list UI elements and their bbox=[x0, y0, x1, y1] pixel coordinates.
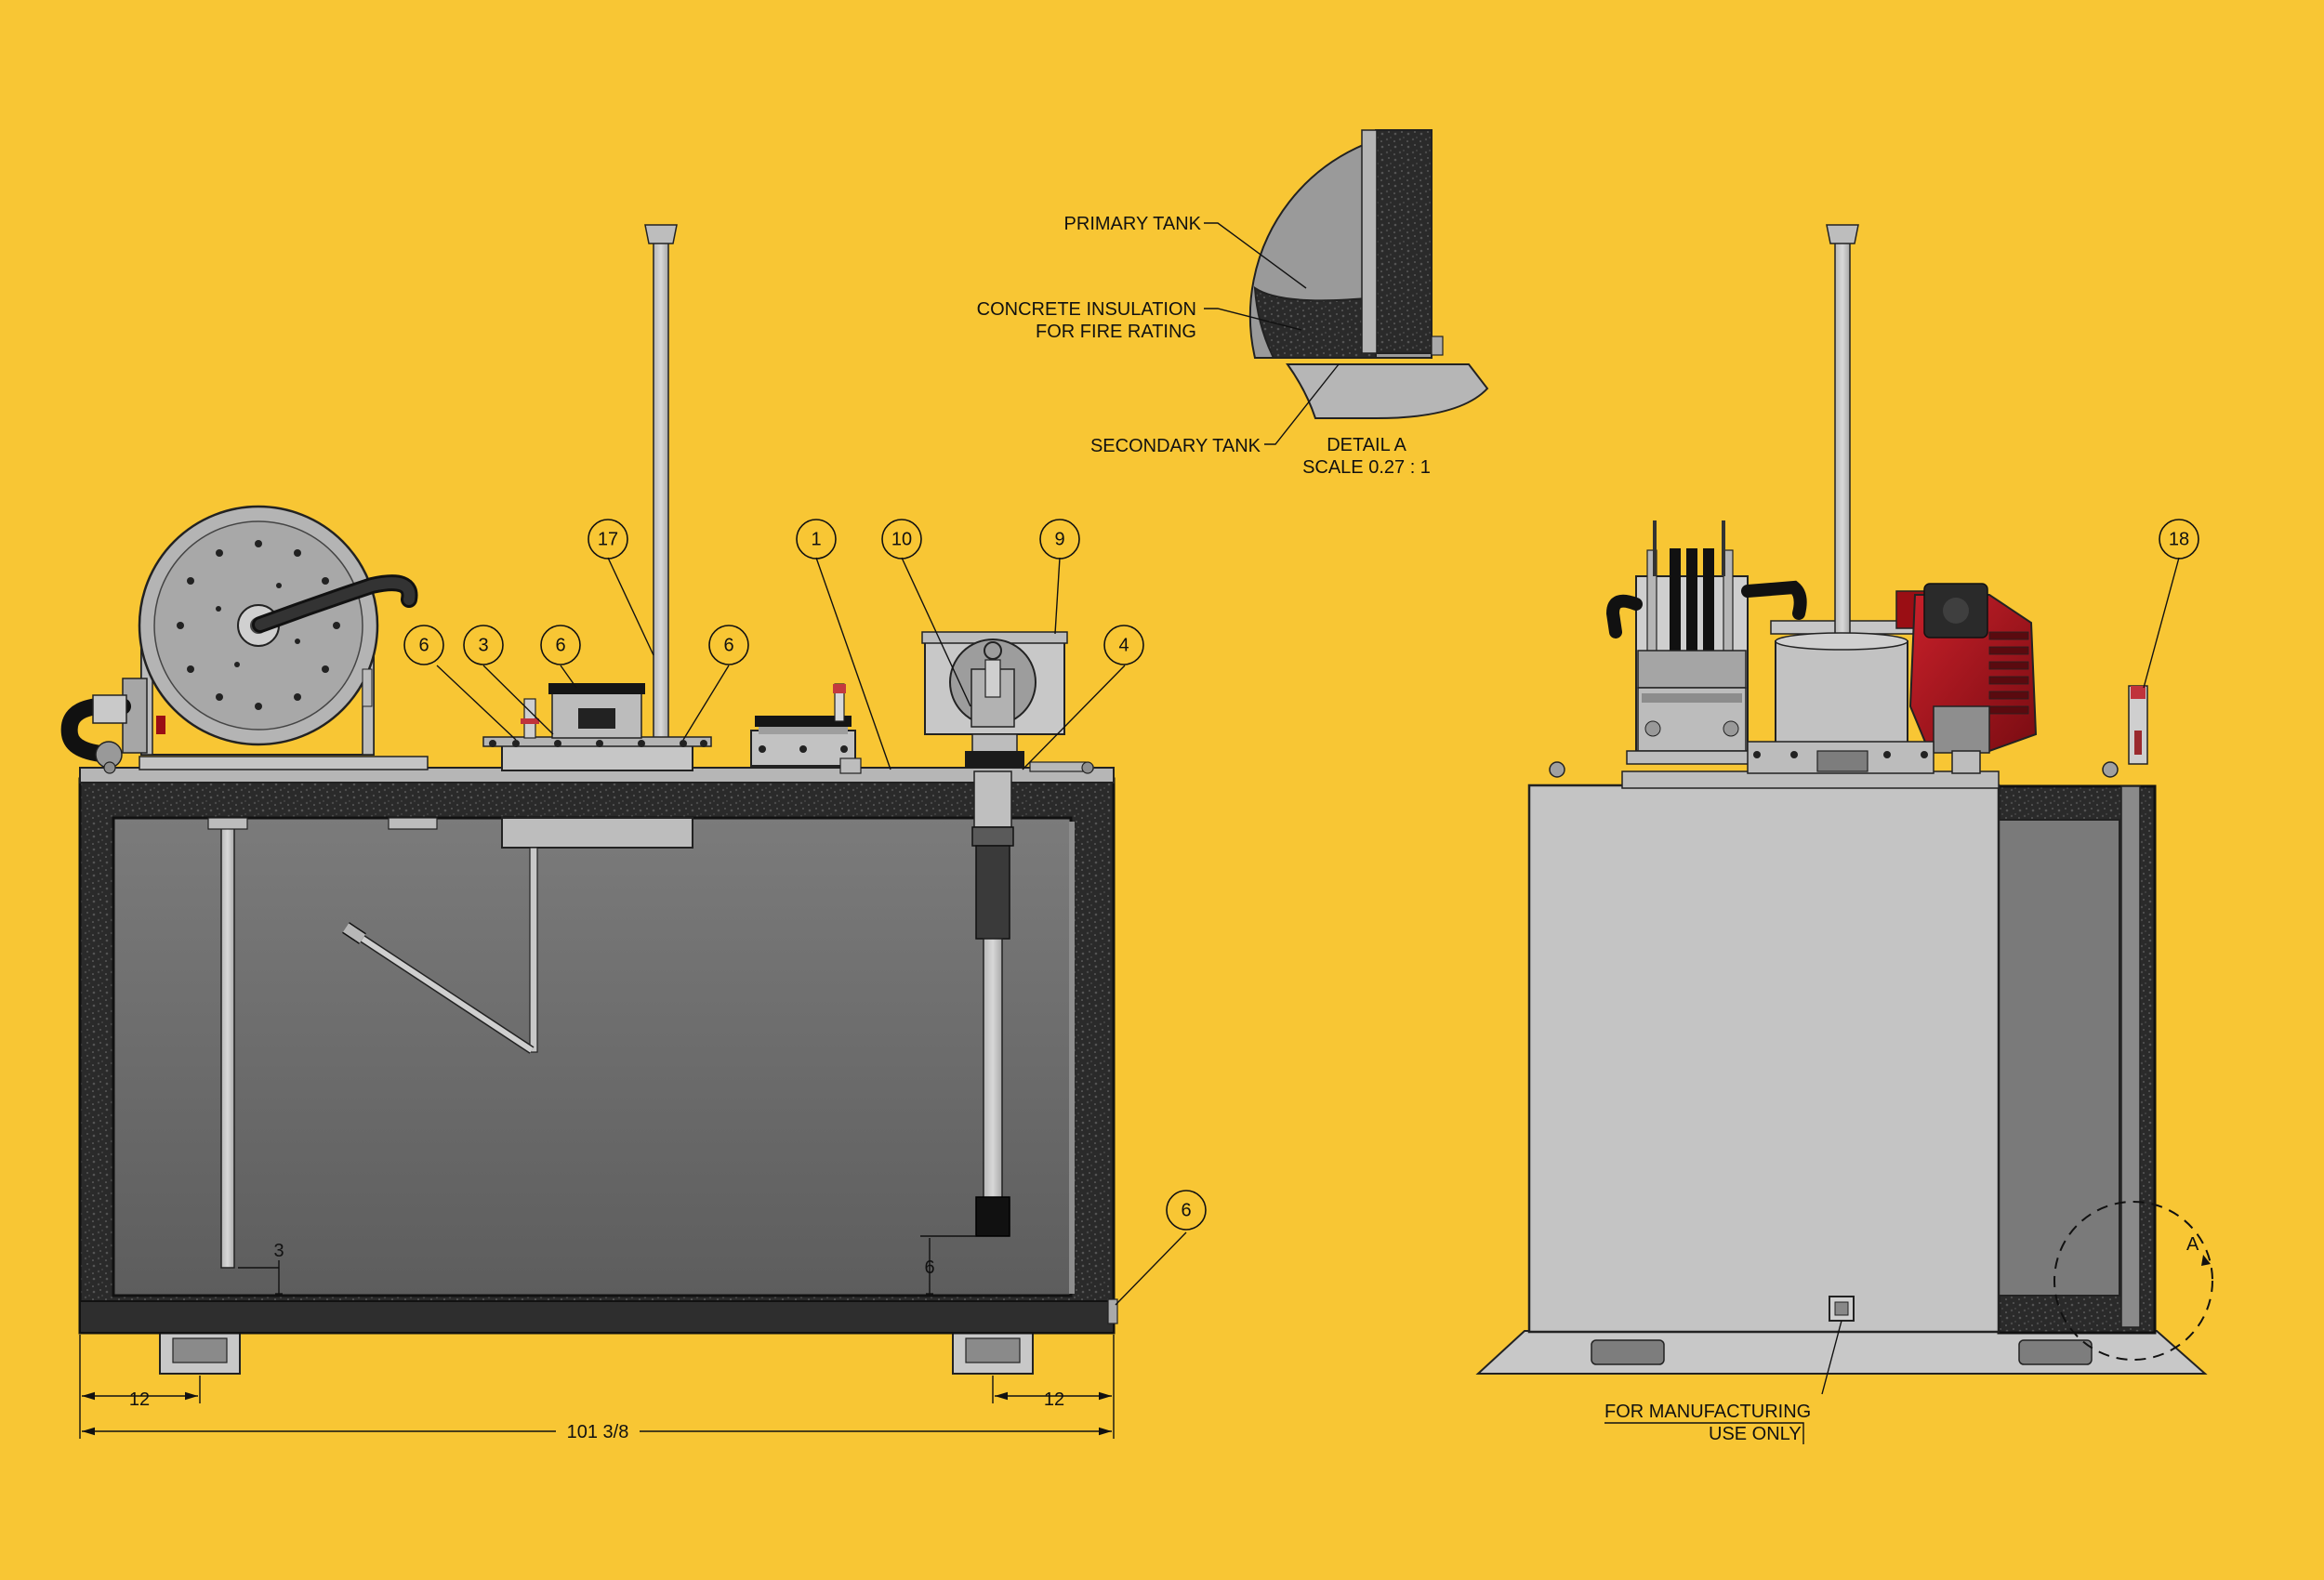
side-riser-pipe bbox=[2120, 785, 2141, 1328]
leader-concrete bbox=[1204, 308, 1302, 331]
dim-left-offset: 12 bbox=[129, 1389, 150, 1410]
dim-overall-length: 101 3/8 bbox=[567, 1422, 629, 1442]
primary-tank-interior bbox=[112, 816, 1073, 1297]
svg-text:17: 17 bbox=[598, 529, 618, 549]
balloon-18: 18 bbox=[2159, 519, 2199, 560]
balloon-6c: 6 bbox=[708, 625, 749, 665]
vent-cap bbox=[644, 224, 678, 244]
leader-secondary bbox=[1264, 363, 1340, 445]
ground-lug bbox=[1107, 1298, 1118, 1324]
dim-pump-gap: 6 bbox=[924, 1257, 934, 1278]
detail-title: DETAIL A bbox=[1327, 435, 1406, 455]
detail-a-section-circle bbox=[2053, 1201, 2213, 1361]
label-secondary-tank: SECONDARY TANK bbox=[1090, 436, 1261, 456]
svg-text:10: 10 bbox=[891, 529, 912, 549]
balloon-6b: 6 bbox=[540, 625, 581, 665]
fill-pipe bbox=[220, 821, 235, 1269]
detail-concrete-vertical bbox=[1375, 129, 1433, 354]
float-arm bbox=[361, 936, 534, 1053]
vent-pipe bbox=[653, 230, 669, 741]
dim-right-offset: 12 bbox=[1044, 1389, 1064, 1410]
svg-text:6: 6 bbox=[1181, 1200, 1191, 1220]
side-vent-cap bbox=[1826, 224, 1859, 244]
section-marker-a: A bbox=[2186, 1234, 2199, 1255]
svg-text:9: 9 bbox=[1054, 529, 1064, 549]
side-view: A FOR MANUFACTURING USE ONLY 18 bbox=[1475, 224, 2213, 1444]
svg-text:6: 6 bbox=[555, 635, 565, 655]
svg-text:18: 18 bbox=[2169, 529, 2189, 549]
balloon-10: 10 bbox=[881, 519, 922, 560]
pump-column bbox=[983, 938, 1003, 1200]
float-ball bbox=[342, 923, 366, 943]
side-base-skid bbox=[1475, 1330, 2208, 1375]
svg-text:6: 6 bbox=[418, 635, 429, 655]
balloon-3: 3 bbox=[463, 625, 504, 665]
side-hose-reel bbox=[1605, 520, 1807, 765]
detail-secondary-tank bbox=[1286, 363, 1489, 419]
svg-text:6: 6 bbox=[723, 635, 733, 655]
svg-text:1: 1 bbox=[811, 529, 821, 549]
pump-housing bbox=[921, 631, 1094, 772]
balloon-17: 17 bbox=[588, 519, 628, 560]
manway-underside bbox=[501, 817, 693, 849]
side-steel-panel bbox=[1527, 783, 2000, 1334]
dim-fill-pipe-gap: 3 bbox=[273, 1241, 284, 1261]
side-vent-pipe bbox=[1834, 230, 1851, 640]
front-view bbox=[60, 224, 1118, 1375]
pump-column-upper bbox=[975, 845, 1010, 940]
balloon-6a: 6 bbox=[403, 625, 444, 665]
hose-reel bbox=[60, 505, 418, 769]
label-concrete-line2: FOR FIRE RATING bbox=[1036, 322, 1196, 342]
label-primary-tank: PRIMARY TANK bbox=[1064, 214, 1202, 234]
label-concrete-line1: CONCRETE INSULATION bbox=[977, 299, 1196, 320]
front-dimensions: 12 12 101 3/8 3 6 bbox=[79, 1235, 1115, 1442]
front-callouts: 17 1 10 9 6 3 6 6 bbox=[403, 519, 1207, 1306]
note-manufacturing-line2: USE ONLY bbox=[1709, 1424, 1802, 1444]
reel-base-plate bbox=[139, 756, 429, 770]
pump-intake-screen bbox=[975, 1196, 1010, 1237]
balloon-1: 1 bbox=[796, 519, 837, 560]
balloon-9: 9 bbox=[1039, 519, 1080, 560]
fitting-emergency-vent bbox=[750, 730, 856, 767]
balloon-4: 4 bbox=[1103, 625, 1144, 665]
svg-text:3: 3 bbox=[478, 635, 488, 655]
detail-primary-shell bbox=[1361, 129, 1378, 354]
svg-text:4: 4 bbox=[1118, 635, 1129, 655]
side-filter-canister bbox=[1775, 640, 1908, 744]
spill-lid bbox=[548, 683, 645, 694]
leader-primary bbox=[1204, 222, 1307, 289]
detail-a: PRIMARY TANK CONCRETE INSULATION FOR FIR… bbox=[977, 128, 1489, 478]
note-manufacturing-line1: FOR MANUFACTURING bbox=[1604, 1402, 1811, 1422]
detail-clip bbox=[1431, 336, 1444, 356]
detail-scale: SCALE 0.27 : 1 bbox=[1302, 457, 1431, 478]
float-stem bbox=[529, 847, 538, 1053]
balloon-6d: 6 bbox=[1166, 1190, 1207, 1231]
